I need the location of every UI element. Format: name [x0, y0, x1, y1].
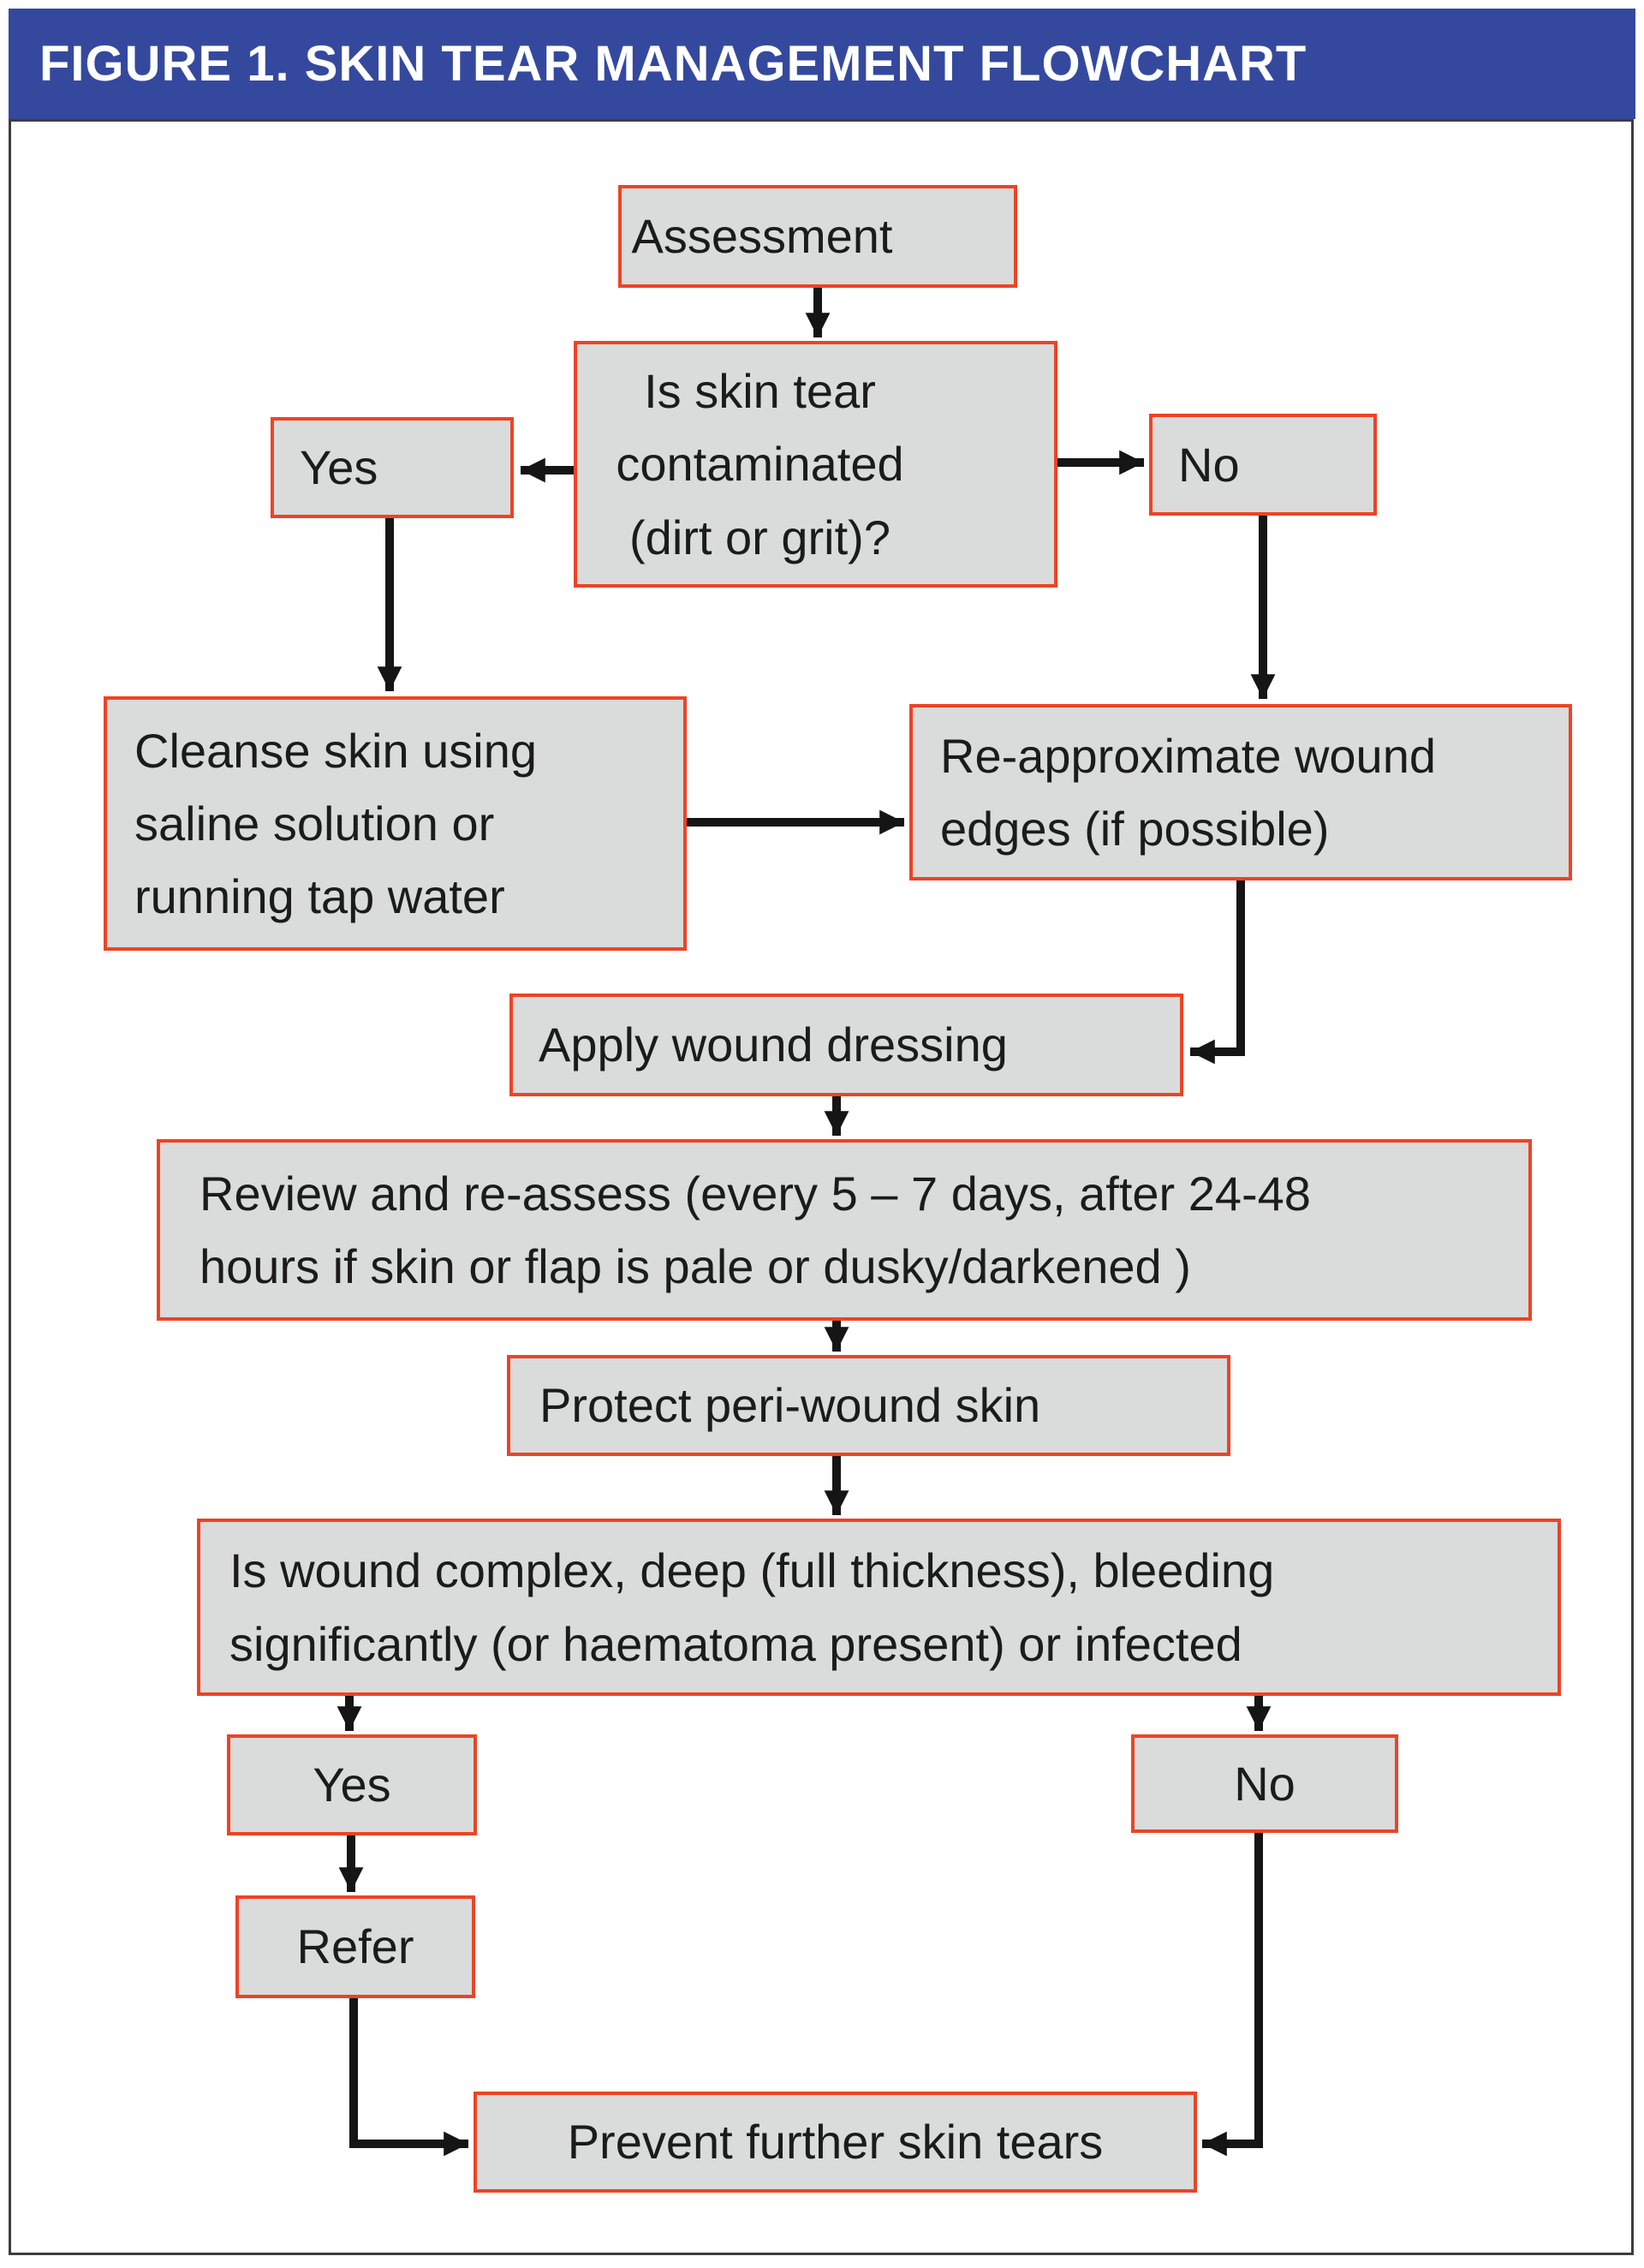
node-contaminated-question: Is skin tear contaminated (dirt or grit)…	[574, 341, 1057, 588]
node-no-complex: No	[1131, 1734, 1398, 1833]
node-assessment: Assessment	[618, 185, 1017, 288]
node-yes-complex: Yes	[227, 1734, 477, 1835]
node-reapproximate-edges: Re-approximate wound edges (if possible)	[909, 704, 1572, 880]
node-refer: Refer	[235, 1895, 475, 1998]
node-yes-contaminated: Yes	[271, 417, 514, 518]
node-no-contaminated: No	[1149, 414, 1377, 516]
node-cleanse-skin: Cleanse skin using saline solution or ru…	[104, 696, 687, 951]
node-review-reassess: Review and re-assess (every 5 – 7 days, …	[157, 1139, 1532, 1321]
node-protect-periwound: Protect peri-wound skin	[507, 1355, 1230, 1456]
node-apply-dressing: Apply wound dressing	[509, 994, 1183, 1096]
figure-title-bar: FIGURE 1. SKIN TEAR MANAGEMENT FLOWCHART	[9, 9, 1635, 119]
figure-title: FIGURE 1. SKIN TEAR MANAGEMENT FLOWCHART	[39, 36, 1307, 92]
node-prevent-skin-tears: Prevent further skin tears	[474, 2092, 1197, 2193]
node-complex-question: Is wound complex, deep (full thickness),…	[197, 1519, 1561, 1696]
